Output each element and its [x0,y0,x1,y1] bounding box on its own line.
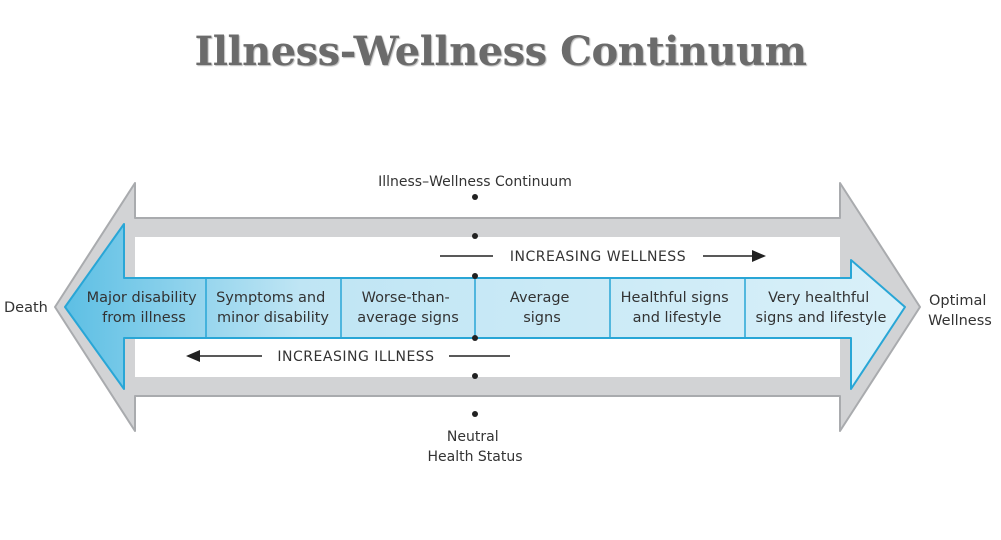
continuum-label: Illness–Wellness Continuum [378,174,572,190]
slide-title: Illness-Wellness Continuum [194,28,807,75]
center-dots [472,194,478,417]
death-label: Death [4,300,48,316]
stage-symptoms: Symptoms and minor disability [216,290,330,326]
increasing-wellness-indicator: INCREASING WELLNESS [440,249,766,265]
stage-labels: Major disability from illness Symptoms a… [87,290,887,326]
illness-arrowhead [186,350,200,362]
inner-blue-arrow [64,223,906,390]
increasing-illness-label: INCREASING ILLNESS [277,349,434,365]
stage-healthful: Healthful signs and lifestyle [621,290,734,326]
increasing-wellness-label: INCREASING WELLNESS [510,249,686,265]
stage-very-healthful: Very healthful signs and lifestyle [756,290,887,326]
stage-worse-than-average: Worse-than- average signs [357,290,459,326]
wellness-arrowhead [752,250,766,262]
optimal-wellness-label: Optimal Wellness [928,293,992,329]
stage-major-disability: Major disability from illness [87,290,202,326]
stage-average: Average signs [510,290,574,326]
neutral-health-status-label: Neutral Health Status [427,429,522,465]
increasing-illness-indicator: INCREASING ILLNESS [186,349,510,365]
stage-separators [205,278,746,338]
